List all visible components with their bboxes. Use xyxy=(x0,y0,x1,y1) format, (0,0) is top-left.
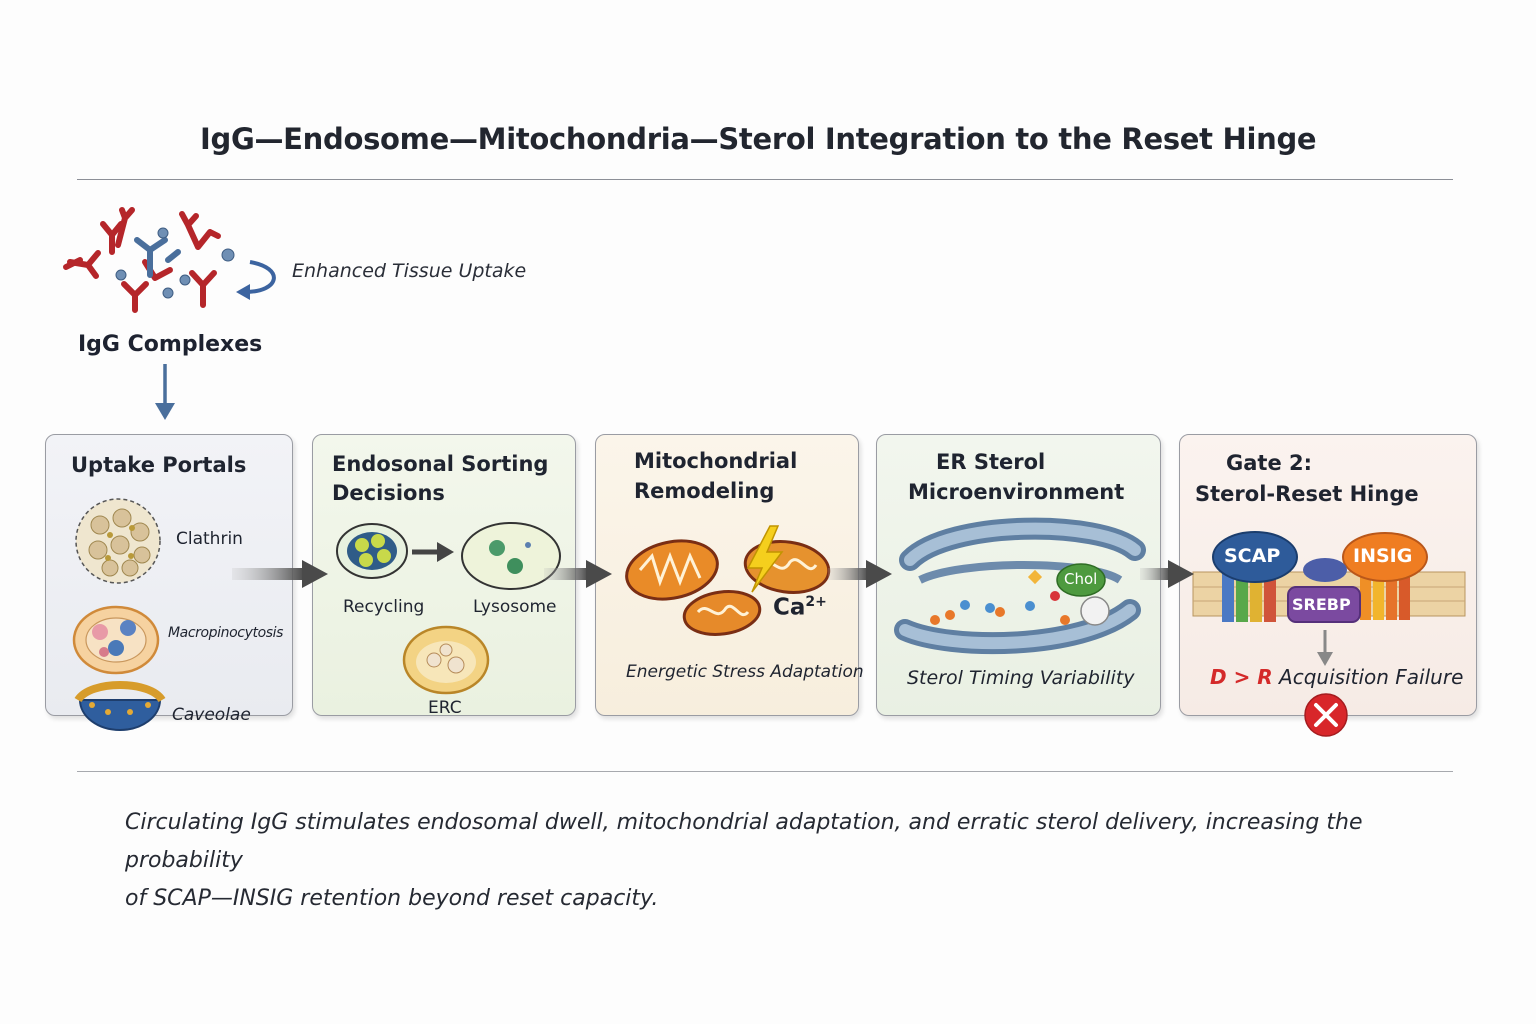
recycling-endosome-icon xyxy=(336,523,408,579)
uptake-portals-heading: Uptake Portals xyxy=(71,453,247,477)
top-divider xyxy=(77,179,1453,180)
caption-line-1: Circulating IgG stimulates endosomal dwe… xyxy=(125,810,1363,873)
erc-icon xyxy=(402,625,490,695)
macropinocytosis-label: Macropinocytosis xyxy=(168,625,284,641)
chol-bubble xyxy=(1056,563,1106,597)
er-membrane-icon xyxy=(894,517,1146,655)
energetic-stress-caption: Energetic Stress Adaptation xyxy=(626,662,864,682)
endosomal-heading-line1: Endosonal Sorting xyxy=(332,452,549,476)
d-greater-r-label: D > R xyxy=(1210,665,1273,689)
srebp-protein-icon xyxy=(1287,558,1361,623)
diagram-title: IgG—Endosome—Mitochondria—Sterol Integra… xyxy=(200,122,1317,156)
gate-heading-line2: Sterol-Reset Hinge xyxy=(1195,482,1419,506)
clathrin-label: Clathrin xyxy=(176,529,243,549)
igg-antibody-icons xyxy=(63,207,221,313)
bottom-divider xyxy=(77,771,1453,772)
failure-x-icon xyxy=(1304,693,1348,737)
gate-heading-line1: Gate 2: xyxy=(1226,451,1313,475)
caveolae-label: Caveolae xyxy=(172,705,251,725)
figure-caption: Circulating IgG stimulates endosomal dwe… xyxy=(125,804,1385,918)
chol-label: Chol xyxy=(1064,570,1098,588)
lightning-icon xyxy=(746,525,784,593)
mito-heading-line2: Remodeling xyxy=(634,479,775,503)
srebp-label: SREBP xyxy=(1292,595,1351,614)
insig-label: INSIG xyxy=(1353,545,1413,567)
caption-line-2: of SCAP—INSIG retention beyond reset cap… xyxy=(125,886,659,911)
er-heading-line1: ER Sterol xyxy=(936,450,1046,474)
scap-label: SCAP xyxy=(1224,545,1281,567)
uptake-curved-arrow xyxy=(244,260,276,294)
sterol-timing-caption: Sterol Timing Variability xyxy=(907,667,1135,689)
clathrin-icon xyxy=(75,498,161,584)
calcium-ion-label: Ca2+ xyxy=(773,594,827,621)
flow-arrows xyxy=(232,560,1194,588)
calcium-charge: 2+ xyxy=(805,594,827,610)
igg-particle-dots xyxy=(115,227,235,299)
acquisition-failure-text: Acquisition Failure xyxy=(1279,665,1464,689)
acquisition-failure-label: D > R Acquisition Failure xyxy=(1210,665,1463,689)
lysosome-icon xyxy=(461,522,561,590)
insig-protein-icon xyxy=(1342,532,1428,620)
erc-label: ERC xyxy=(428,698,462,718)
mito-heading-line1: Mitochondrial xyxy=(634,449,798,473)
igg-complexes-label: IgG Complexes xyxy=(78,332,263,357)
macropinocytosis-icon xyxy=(72,605,160,675)
endosomal-heading-line2: Decisions xyxy=(332,481,445,505)
er-heading-line2: Microenvironment xyxy=(908,480,1125,504)
lysosome-label: Lysosome xyxy=(473,597,557,617)
recycling-label: Recycling xyxy=(343,597,425,617)
mitochondria-icons xyxy=(625,539,831,636)
caveolae-icon xyxy=(74,681,166,731)
scap-protein-icon xyxy=(1212,531,1298,622)
enhanced-tissue-uptake-label: Enhanced Tissue Uptake xyxy=(292,260,527,282)
